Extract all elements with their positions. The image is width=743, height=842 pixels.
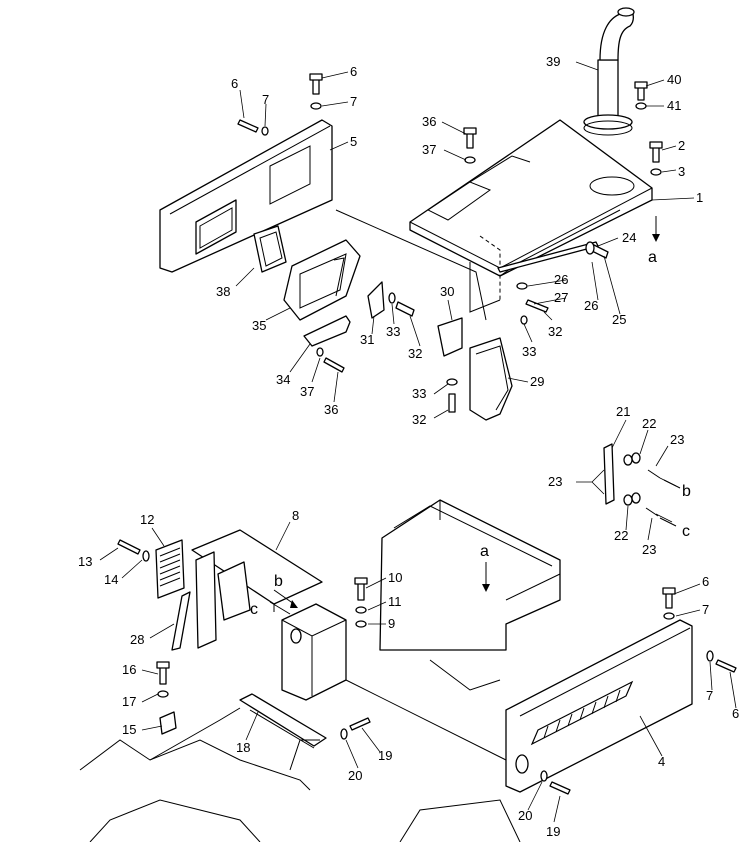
callout-37: 37 bbox=[300, 384, 314, 399]
bolt-icons-upper bbox=[237, 73, 663, 413]
callout-23: 23 bbox=[670, 432, 684, 447]
callout-22: 22 bbox=[614, 528, 628, 543]
callout-26: 26 bbox=[584, 298, 598, 313]
callout-38: 38 bbox=[216, 284, 230, 299]
callout-11: 11 bbox=[388, 594, 402, 609]
side-cover-29 bbox=[469, 337, 513, 421]
callout-6: 6 bbox=[231, 76, 238, 91]
callout-17: 17 bbox=[122, 694, 136, 709]
callout-33: 33 bbox=[412, 386, 426, 401]
callout-6: 6 bbox=[350, 64, 357, 79]
bracket-15 bbox=[159, 711, 177, 735]
callout-12: 12 bbox=[140, 512, 154, 527]
frame-outline bbox=[79, 679, 521, 842]
callout-7: 7 bbox=[262, 92, 269, 107]
callout-34: 34 bbox=[276, 372, 290, 387]
callout-26: 26 bbox=[554, 272, 568, 287]
callout-28: 28 bbox=[130, 632, 144, 647]
callout-c: c bbox=[682, 523, 690, 540]
callout-10: 10 bbox=[388, 570, 402, 585]
callout-30: 30 bbox=[440, 284, 454, 299]
callout-19: 19 bbox=[378, 748, 392, 763]
grille bbox=[155, 539, 185, 599]
callout-32: 32 bbox=[412, 412, 426, 427]
callout-a: a bbox=[480, 543, 489, 560]
callout-16: 16 bbox=[122, 662, 136, 677]
callout-20: 20 bbox=[518, 808, 532, 823]
callout-21: 21 bbox=[616, 404, 630, 419]
callout-18: 18 bbox=[236, 740, 250, 755]
callout-22: 22 bbox=[642, 416, 656, 431]
callout-39: 39 bbox=[546, 54, 560, 69]
callout-6: 6 bbox=[702, 574, 709, 589]
strip-28 bbox=[171, 591, 191, 651]
arrow-icons bbox=[269, 216, 681, 615]
callout-33: 33 bbox=[522, 344, 536, 359]
callout-36: 36 bbox=[422, 114, 436, 129]
callout-40: 40 bbox=[667, 72, 681, 87]
side-cover-4 bbox=[505, 619, 693, 793]
callout-23: 23 bbox=[642, 542, 656, 557]
callout-19: 19 bbox=[546, 824, 560, 839]
callout-1: 1 bbox=[696, 190, 703, 205]
callout-25: 25 bbox=[612, 312, 626, 327]
callout-27: 27 bbox=[554, 290, 568, 305]
callout-29: 29 bbox=[530, 374, 544, 389]
bolt-icons-lower bbox=[117, 539, 737, 795]
callout-8: 8 bbox=[292, 508, 299, 523]
callout-2: 2 bbox=[678, 138, 685, 153]
callout-24: 24 bbox=[622, 230, 636, 245]
leader-lines bbox=[99, 61, 737, 823]
callout-41: 41 bbox=[667, 98, 681, 113]
reference-line bbox=[335, 209, 487, 321]
bracket-34 bbox=[303, 315, 351, 347]
callout-37: 37 bbox=[422, 142, 436, 157]
main-housing bbox=[379, 499, 561, 691]
callout-15: 15 bbox=[122, 722, 136, 737]
box-cover-8 bbox=[191, 529, 323, 649]
callout-36: 36 bbox=[324, 402, 338, 417]
callout-33: 33 bbox=[386, 324, 400, 339]
callout-9: 9 bbox=[388, 616, 395, 631]
exhaust-pipe bbox=[583, 7, 635, 136]
callout-35: 35 bbox=[252, 318, 266, 333]
left-cover-panel bbox=[159, 119, 333, 273]
callout-14: 14 bbox=[104, 572, 118, 587]
callout-5: 5 bbox=[350, 134, 357, 149]
callout-4: 4 bbox=[658, 754, 665, 769]
callout-c: c bbox=[250, 601, 258, 618]
callout-labels: 39 40 41 36 37 6 7 6 7 5 2 3 1 24 a 26 2… bbox=[78, 54, 739, 839]
gasket bbox=[253, 225, 287, 273]
callout-32: 32 bbox=[548, 324, 562, 339]
callout-31: 31 bbox=[360, 332, 374, 347]
callout-7: 7 bbox=[702, 602, 709, 617]
callout-13: 13 bbox=[78, 554, 92, 569]
callout-7: 7 bbox=[350, 94, 357, 109]
callout-3: 3 bbox=[678, 164, 685, 179]
callout-32: 32 bbox=[408, 346, 422, 361]
callout-a: a bbox=[648, 249, 657, 266]
rail-18 bbox=[239, 693, 327, 749]
bracket-31 bbox=[367, 281, 385, 319]
callout-20: 20 bbox=[348, 768, 362, 783]
callout-7: 7 bbox=[706, 688, 713, 703]
bracket-30 bbox=[437, 317, 463, 357]
block-housing bbox=[281, 603, 347, 701]
callout-6: 6 bbox=[732, 706, 739, 721]
handle-group bbox=[603, 443, 677, 523]
callout-b: b bbox=[682, 483, 691, 500]
callout-23: 23 bbox=[548, 474, 562, 489]
callout-b: b bbox=[274, 573, 283, 590]
duct bbox=[283, 239, 361, 321]
